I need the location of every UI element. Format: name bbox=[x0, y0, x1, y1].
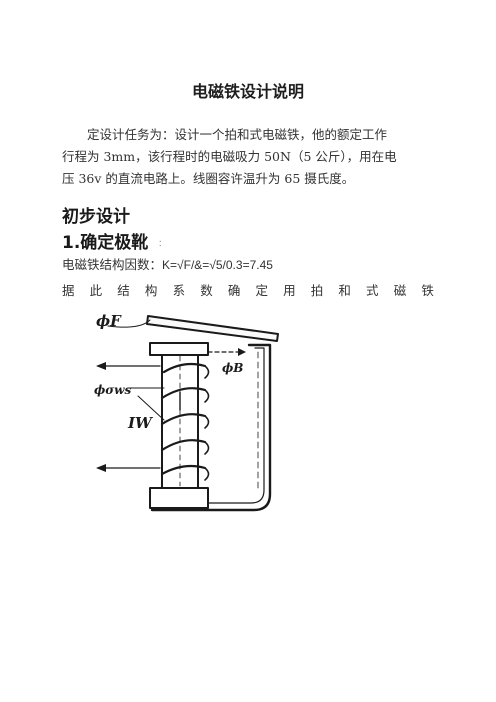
spread-char: 此 bbox=[89, 283, 103, 298]
spread-char: 和 bbox=[338, 283, 351, 298]
spread-char: 式 bbox=[366, 283, 379, 298]
spread-char: 定 bbox=[255, 283, 268, 298]
intro-paragraph: 定设计任务为：设计一个拍和式电磁铁，他的额定工作 行程为 3mm，该行程时的电磁… bbox=[62, 124, 434, 190]
phi-ws-label: ϕσws bbox=[94, 383, 131, 397]
base-bar bbox=[149, 487, 209, 509]
yoke-outer bbox=[150, 343, 272, 512]
spread-char: 结 bbox=[117, 283, 130, 298]
coil-winding bbox=[160, 362, 207, 476]
intro-line-3: 压 36v 的直流电路上。线圈容许温升为 65 摄氏度。 bbox=[62, 171, 355, 186]
formula-label: 电磁铁结构因数： bbox=[62, 257, 163, 272]
bobbin-top-flange bbox=[149, 342, 209, 356]
current-out-arrowhead bbox=[96, 464, 106, 472]
spread-char: 系 bbox=[172, 283, 186, 298]
section-heading: 初步设计 bbox=[62, 207, 130, 227]
spread-char: 铁 bbox=[421, 283, 434, 298]
formula-expression: K=√F/&=√5/0.3=7.45 bbox=[162, 258, 273, 272]
subsection-heading: 1.确定极靴 ： bbox=[62, 228, 166, 253]
phi-f-pointer bbox=[107, 319, 151, 328]
document-title: 电磁铁设计说明 bbox=[191, 82, 304, 101]
intro-line-1: 定设计任务为：设计一个拍和式电磁铁，他的额定工作 bbox=[87, 127, 388, 142]
subsection-heading-text: 1.确定极靴 bbox=[62, 233, 149, 253]
spread-char: 用 bbox=[283, 283, 296, 298]
intro-line-2: 行程为 3mm，该行程时的电磁吸力 50N（5 公斤），用在电 bbox=[62, 149, 397, 164]
coil-loops bbox=[204, 365, 210, 481]
iw-label: IW bbox=[127, 414, 154, 432]
spread-char: 构 bbox=[144, 283, 158, 298]
leakage-flux-line bbox=[127, 387, 165, 421]
yoke-inner bbox=[151, 347, 265, 504]
spread-char: 数 bbox=[200, 283, 213, 298]
structure-factor-formula: 电磁铁结构因数：K=√F/&=√5/0.3=7.45 bbox=[62, 254, 273, 273]
armature-plate bbox=[146, 315, 279, 342]
flux-b-arrowhead bbox=[238, 348, 246, 356]
current-in-arrowhead bbox=[96, 362, 106, 370]
spread-char: 拍 bbox=[310, 283, 324, 298]
spread-char: 磁 bbox=[393, 283, 407, 298]
phi-b-label: ϕB bbox=[222, 361, 243, 375]
phi-f-label: ϕF bbox=[96, 312, 122, 330]
spread-char: 据 bbox=[62, 283, 75, 298]
subsection-mark: ： bbox=[158, 238, 167, 248]
spread-text-line: 据 此 结 构 系 数 确 定 用 拍 和 式 磁 铁 bbox=[62, 280, 434, 299]
spread-char: 确 bbox=[227, 283, 241, 298]
